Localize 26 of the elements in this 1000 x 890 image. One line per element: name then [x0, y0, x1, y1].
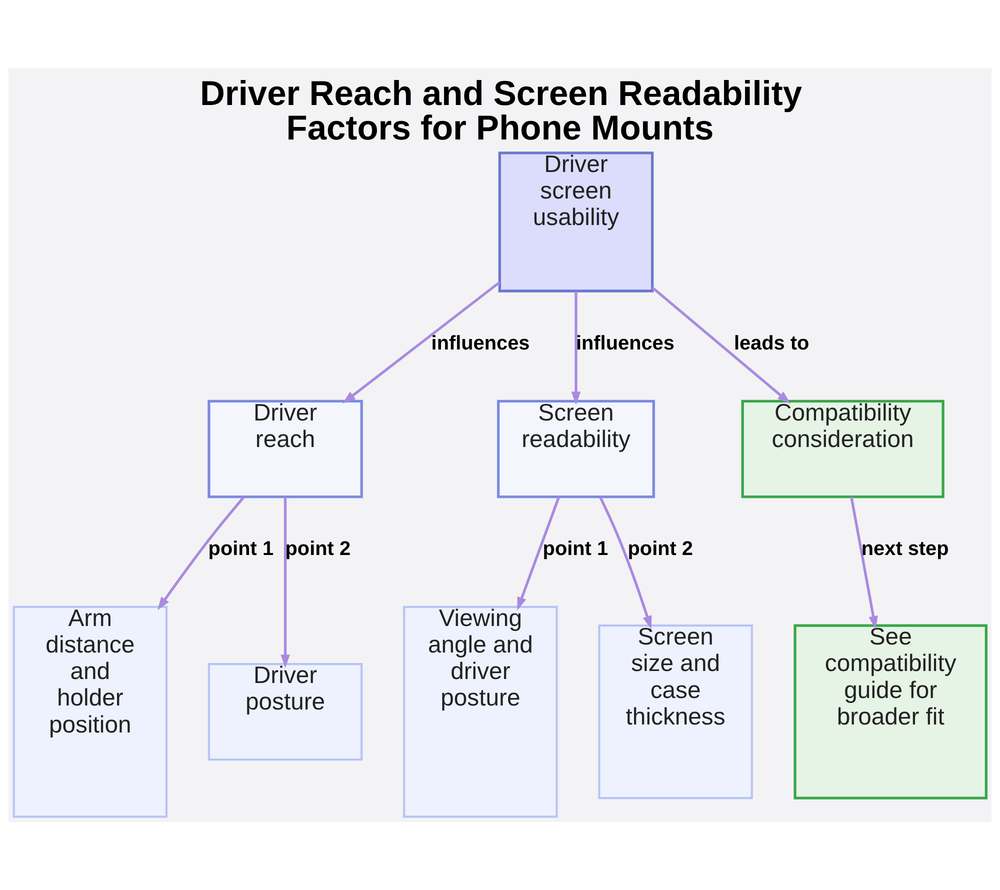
edge-label: point 1 — [208, 538, 274, 560]
edge-label: influences — [576, 332, 674, 354]
edge-label: point 2 — [285, 538, 351, 560]
arrow — [571, 291, 581, 405]
node-box: Compatibility consideration — [741, 400, 944, 498]
node-box: Driver reach — [208, 400, 363, 498]
edge-label: influences — [431, 332, 530, 354]
node-box: Arm distance and holder position — [12, 606, 168, 818]
node-box: Driver screen usability — [498, 152, 654, 292]
node-box: Screen size and case thickness — [598, 624, 753, 800]
arrow — [850, 496, 878, 630]
diagram-title: Driver Reach and Screen Readability Factors for Phone Mounts — [200, 74, 802, 148]
node-box: Screen readability — [497, 400, 655, 498]
arrow — [517, 496, 560, 610]
arrow — [157, 496, 246, 610]
node-box: Viewing angle and driver posture — [403, 606, 558, 818]
node-box: See compatibility guide for broader fit — [794, 624, 988, 800]
arrow — [342, 281, 500, 404]
node-box: Driver posture — [208, 662, 363, 761]
arrow — [652, 286, 791, 404]
arrow — [599, 496, 652, 630]
edge-label: point 2 — [628, 538, 694, 560]
edge-label: next step — [861, 538, 949, 560]
edge-label: leads to — [734, 332, 810, 354]
edge-label: point 1 — [542, 538, 608, 560]
arrow — [280, 496, 290, 668]
